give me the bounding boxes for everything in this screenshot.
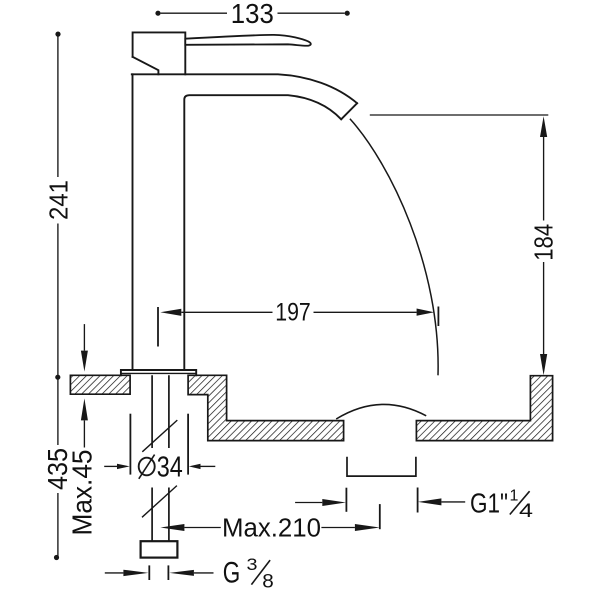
svg-text:1: 1 — [510, 488, 519, 505]
svg-text:G1": G1" — [470, 488, 508, 519]
svg-text:184: 184 — [531, 224, 559, 261]
svg-text:Max.210: Max.210 — [222, 513, 321, 543]
svg-text:4: 4 — [519, 501, 534, 522]
svg-text:34: 34 — [157, 452, 183, 484]
svg-text:241: 241 — [46, 180, 74, 220]
svg-text:G: G — [223, 557, 241, 590]
svg-text:197: 197 — [275, 300, 311, 327]
svg-text:133: 133 — [231, 0, 274, 29]
svg-text:435: 435 — [42, 448, 73, 490]
svg-text:Max.45: Max.45 — [66, 450, 97, 536]
svg-text:8: 8 — [262, 571, 274, 592]
svg-text:3: 3 — [247, 556, 258, 574]
